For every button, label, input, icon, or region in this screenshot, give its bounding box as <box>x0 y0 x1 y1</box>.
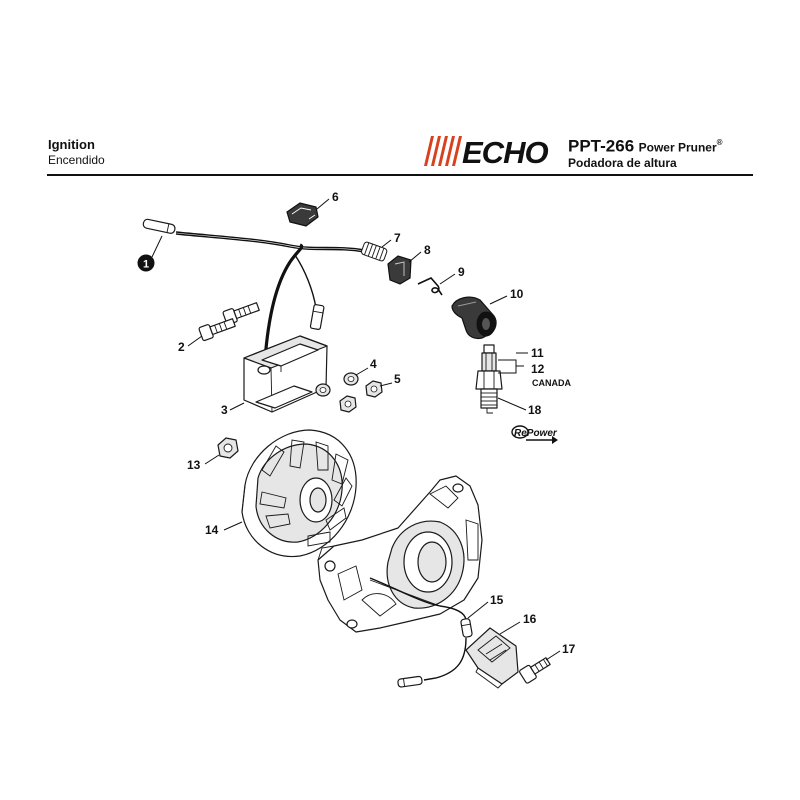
callout-17-label[interactable]: 17 <box>562 642 576 656</box>
repower-logo-text: RePower <box>514 428 558 439</box>
callout-8-label[interactable]: 8 <box>424 243 431 257</box>
callout-1-label: 1 <box>143 259 149 271</box>
callout-13-label[interactable]: 13 <box>187 458 201 472</box>
part-5-nuts <box>339 380 383 413</box>
section-title-english: Ignition <box>48 137 95 152</box>
repower-logo: RePower <box>511 425 558 444</box>
callout-5-label[interactable]: 5 <box>394 372 401 386</box>
brand-logo-text: ECHO <box>462 136 548 166</box>
callout-3-label[interactable]: 3 <box>221 403 228 417</box>
callout-11-label[interactable]: 11 <box>531 346 544 360</box>
page-heading: Ignition Encendido <box>48 137 105 168</box>
callout-12-label[interactable]: 12 <box>531 362 545 376</box>
part-14-flywheel <box>241 429 357 558</box>
callout-6-label[interactable]: 6 <box>332 190 339 204</box>
callout-2-label[interactable]: 2 <box>178 340 185 354</box>
part-6-grommet <box>286 202 319 227</box>
callout-1-marker[interactable]: 1 <box>137 235 163 272</box>
model-name: Power Pruner <box>638 140 717 155</box>
part-16-switch-plate <box>465 627 519 689</box>
callout-15-label[interactable]: 15 <box>490 593 504 607</box>
model-code: PPT-266 <box>568 136 635 156</box>
part-2-coil-bolts <box>198 302 260 342</box>
model-name-spanish: Podadora de altura <box>568 156 677 171</box>
callout-18-label[interactable]: 18 <box>528 403 542 417</box>
crankcase-housing <box>317 475 483 633</box>
section-title-spanish: Encendido <box>48 153 105 167</box>
part-4-washers <box>315 372 359 397</box>
registered-mark: ® <box>716 138 723 147</box>
part-15-stop-wire <box>369 577 473 688</box>
model-info: PPT-266 Power Pruner® Podadora de altura <box>568 134 723 171</box>
part-18-spark-plug <box>475 344 503 414</box>
part-17-screw <box>519 657 551 684</box>
callout-14-label[interactable]: 14 <box>205 523 219 537</box>
part-10-plug-boot <box>451 296 497 340</box>
echo-brand-logo: ECHO <box>424 136 549 166</box>
callout-4-label[interactable]: 4 <box>370 357 377 371</box>
header-rule <box>47 174 753 176</box>
callout-16-label[interactable]: 16 <box>523 612 537 626</box>
callout-9-label[interactable]: 9 <box>458 265 465 279</box>
part-1-ignition-wire <box>142 218 366 253</box>
part-13-flywheel-nut <box>217 437 239 459</box>
part-3-ignition-coil <box>243 243 328 413</box>
part-8-cap <box>387 255 412 285</box>
part-7-spring <box>361 241 388 262</box>
callout-7-label[interactable]: 7 <box>394 231 401 245</box>
callout-10-label[interactable]: 10 <box>510 287 524 301</box>
callout-12-canada-note: CANADA <box>532 378 571 388</box>
part-9-spring-clip <box>417 277 443 296</box>
